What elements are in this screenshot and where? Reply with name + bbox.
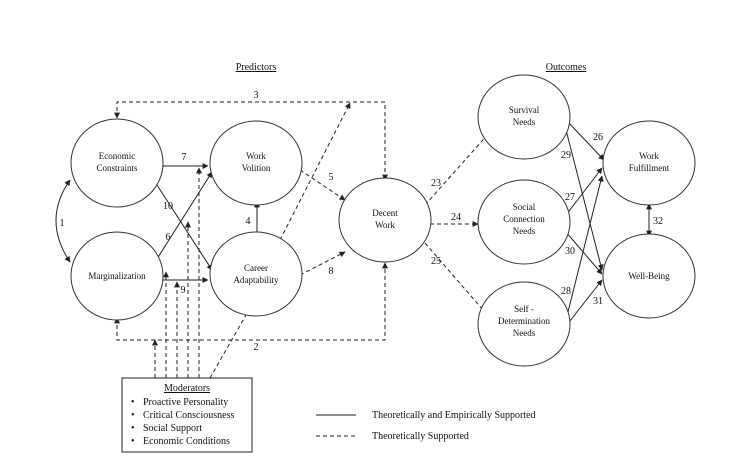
path-6 — [154, 171, 213, 263]
path-25 — [424, 242, 491, 319]
node-label-line: Social — [513, 202, 536, 212]
node-work-volition: Work Volition — [209, 120, 303, 206]
path-label-7: 7 — [182, 152, 187, 163]
path-label-29: 29 — [561, 150, 571, 161]
path-5 — [299, 169, 346, 201]
path-label-27: 27 — [565, 192, 575, 203]
path-2 — [114, 262, 388, 341]
moderator-bullet: • — [131, 397, 135, 408]
node-label-line: Career — [244, 263, 268, 273]
path-29 — [565, 129, 604, 271]
path-10 — [154, 181, 213, 271]
moderator-item: Economic Conditions — [143, 436, 230, 447]
paths — [55, 101, 652, 379]
node-label-line: Needs — [513, 328, 536, 338]
node-label-line: Adaptability — [234, 275, 279, 285]
moderators-box: Moderators • Proactive Personality • Cri… — [121, 377, 253, 453]
node-label-line: Constraints — [96, 163, 137, 173]
path-26 — [565, 119, 605, 161]
node-label-line: Work — [639, 151, 659, 161]
node-well-being: Well-Being — [602, 233, 696, 319]
path-27 — [565, 167, 603, 216]
path-label-26: 26 — [593, 132, 603, 143]
node-label-line: Survival — [509, 105, 540, 115]
moderator-item: Social Support — [143, 423, 202, 434]
path-label-31: 31 — [593, 296, 603, 307]
node-label-line: Needs — [513, 226, 536, 236]
moderator-path-upper — [279, 102, 351, 241]
moderator-bullet: • — [131, 410, 135, 421]
legend: Theoretically and Empirically Supported … — [316, 410, 536, 442]
node-label-line: Volition — [242, 163, 271, 173]
node-work-fulfillment: Work Fulfillment — [602, 120, 696, 206]
path-label-28: 28 — [561, 286, 571, 297]
moderator-item: Proactive Personality — [143, 397, 228, 408]
legend-solid-label: Theoretically and Empirically Supported — [372, 410, 536, 421]
path-label-10: 10 — [163, 201, 173, 212]
path-label-24: 24 — [451, 212, 461, 223]
node-label-line: Decent — [372, 208, 398, 218]
path-30 — [565, 231, 603, 275]
path-labels: 1 2 3 4 5 6 7 8 9 10 23 24 25 26 27 28 2… — [60, 90, 664, 353]
node-economic-constraints: Economic Constraints — [70, 118, 164, 208]
moderator-bullet: • — [131, 436, 135, 447]
path-label-5: 5 — [329, 172, 334, 183]
node-label-line: Self - — [514, 304, 534, 314]
path-1 — [55, 179, 71, 263]
node-label-line: Marginalization — [88, 271, 146, 281]
node-survival-needs: Survival Needs — [477, 74, 571, 160]
moderator-item: Critical Consciousness — [143, 410, 234, 421]
path-3 — [114, 101, 388, 181]
path-label-2: 2 — [254, 342, 259, 353]
node-decent-work: Decent Work — [338, 177, 432, 263]
path-23 — [424, 131, 491, 206]
node-label-line: Connection — [503, 214, 545, 224]
node-social-connection-needs: Social Connection Needs — [477, 179, 571, 265]
node-label-line: Work — [375, 220, 395, 230]
path-28 — [565, 175, 604, 321]
path-31 — [565, 279, 603, 327]
path-label-25: 25 — [431, 256, 441, 267]
path-label-3: 3 — [254, 90, 259, 101]
path-label-8: 8 — [329, 266, 334, 277]
path-label-30: 30 — [565, 246, 575, 257]
node-label-line: Determination — [498, 316, 550, 326]
node-label-line: Well-Being — [628, 271, 670, 281]
node-label-line: Work — [246, 151, 266, 161]
predictors-header: Predictors — [236, 62, 277, 73]
path-label-9: 9 — [181, 285, 186, 296]
path-label-4: 4 — [246, 216, 251, 227]
moderator-path-lower — [209, 307, 251, 379]
moderator-bullet: • — [131, 423, 135, 434]
node-self-determination-needs: Self - Determination Needs — [477, 281, 571, 367]
outcomes-header: Outcomes — [546, 62, 587, 73]
legend-dashed-label: Theoretically Supported — [372, 431, 469, 442]
node-label-line: Needs — [513, 117, 536, 127]
path-label-6: 6 — [166, 232, 171, 243]
node-label-line: Fulfillment — [629, 163, 670, 173]
path-label-1: 1 — [60, 218, 65, 229]
path-label-23: 23 — [431, 178, 441, 189]
node-marginalization: Marginalization — [70, 231, 164, 321]
path-8 — [299, 251, 346, 276]
moderators-title: Moderators — [164, 383, 210, 394]
node-career-adaptability: Career Adaptability — [209, 231, 303, 317]
path-label-32: 32 — [653, 216, 663, 227]
node-label-line: Economic — [99, 151, 136, 161]
